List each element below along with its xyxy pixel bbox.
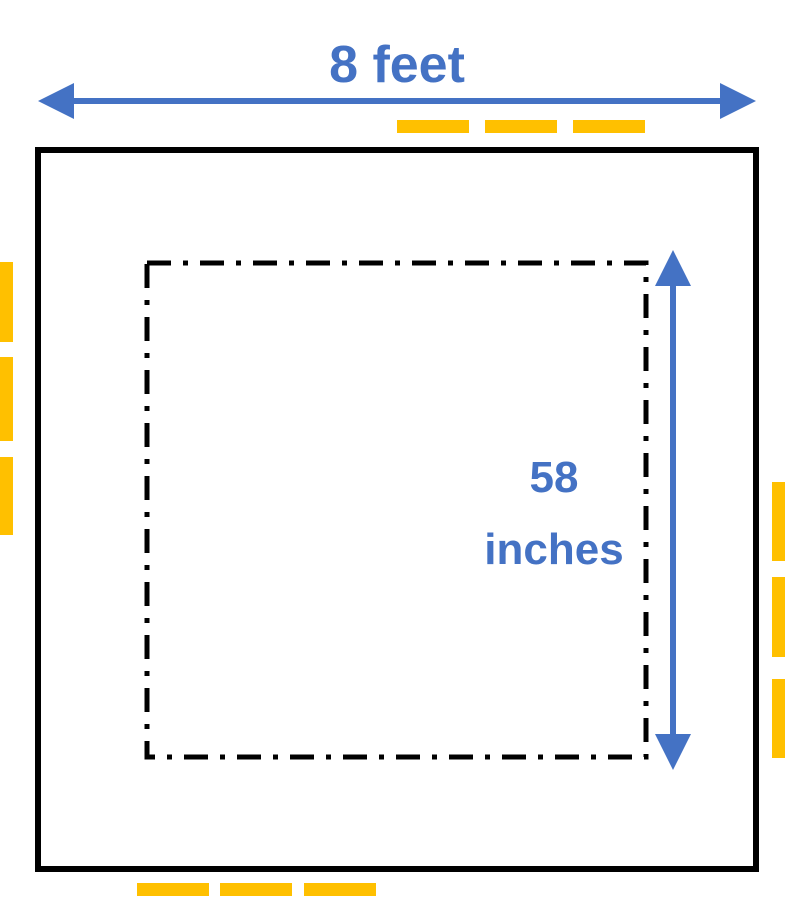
- height-dimension: 58 inches: [484, 250, 691, 770]
- height-label-number: 58: [530, 453, 579, 502]
- bottom-dash-marks: [137, 883, 376, 896]
- right-dash-mark: [772, 679, 785, 758]
- left-dash-mark: [0, 262, 13, 342]
- width-dimension: 8 feet: [38, 36, 756, 119]
- bottom-dash-mark: [304, 883, 376, 896]
- width-label: 8 feet: [329, 36, 465, 94]
- top-dash-mark: [485, 120, 557, 133]
- height-label-unit: inches: [484, 525, 623, 574]
- bottom-dash-mark: [220, 883, 292, 896]
- left-dash-mark: [0, 457, 13, 535]
- bottom-dash-mark: [137, 883, 209, 896]
- right-dash-mark: [772, 482, 785, 561]
- outer-square: [35, 147, 759, 872]
- top-dash-mark: [573, 120, 645, 133]
- inner-dash-dot-square: [144, 260, 649, 760]
- right-dash-marks: [772, 482, 785, 758]
- left-dash-mark: [0, 357, 13, 441]
- top-dash-mark: [397, 120, 469, 133]
- left-dash-marks: [0, 262, 13, 535]
- right-dash-mark: [772, 577, 785, 657]
- top-dash-marks: [397, 120, 645, 133]
